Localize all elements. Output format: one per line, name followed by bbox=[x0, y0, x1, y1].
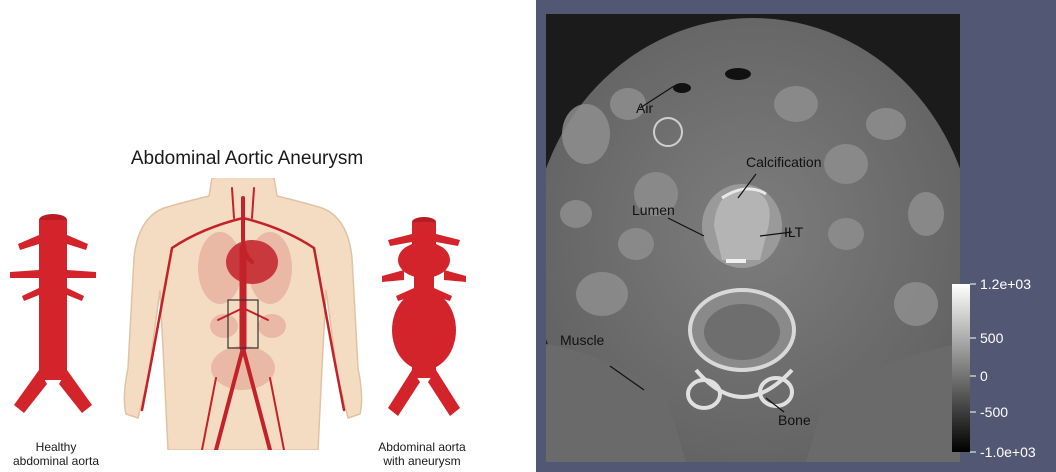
aneurysm-aorta-graphic bbox=[374, 208, 478, 433]
label-bone: Bone bbox=[778, 412, 811, 428]
label-muscle: Muscle bbox=[560, 332, 604, 348]
human-body-graphic bbox=[112, 178, 374, 450]
healthy-aorta-graphic bbox=[0, 200, 110, 435]
aneurysm-aorta-caption: Abdominal aorta with aneurysm bbox=[368, 440, 476, 468]
label-calcification: Calcification bbox=[746, 154, 821, 170]
label-ilt: ILT bbox=[784, 224, 803, 240]
label-lumen: Lumen bbox=[632, 202, 675, 218]
label-air: Air bbox=[636, 100, 653, 116]
healthy-aorta-caption: Healthy abdominal aorta bbox=[4, 440, 108, 468]
colorbar-label-0: 0 bbox=[980, 368, 988, 384]
colorbar-label-min: -1.0e+03 bbox=[980, 444, 1036, 460]
ct-slice-image bbox=[546, 14, 960, 462]
illustration-title: Abdominal Aortic Aneurysm bbox=[112, 148, 382, 170]
colorbar-label-500: 500 bbox=[980, 330, 1003, 346]
healthy-caption-line1: Healthy bbox=[4, 440, 108, 454]
aneurysm-illustration-panel: Abdominal Aortic Aneurysm Healthy abdomi… bbox=[0, 0, 520, 472]
aneurysm-caption-line2: with aneurysm bbox=[368, 454, 476, 468]
colorbar-label-max: 1.2e+03 bbox=[980, 276, 1031, 292]
healthy-caption-line2: abdominal aorta bbox=[4, 454, 108, 468]
colorbar-label-neg500: -500 bbox=[980, 404, 1008, 420]
aneurysm-caption-line1: Abdominal aorta bbox=[368, 440, 476, 454]
